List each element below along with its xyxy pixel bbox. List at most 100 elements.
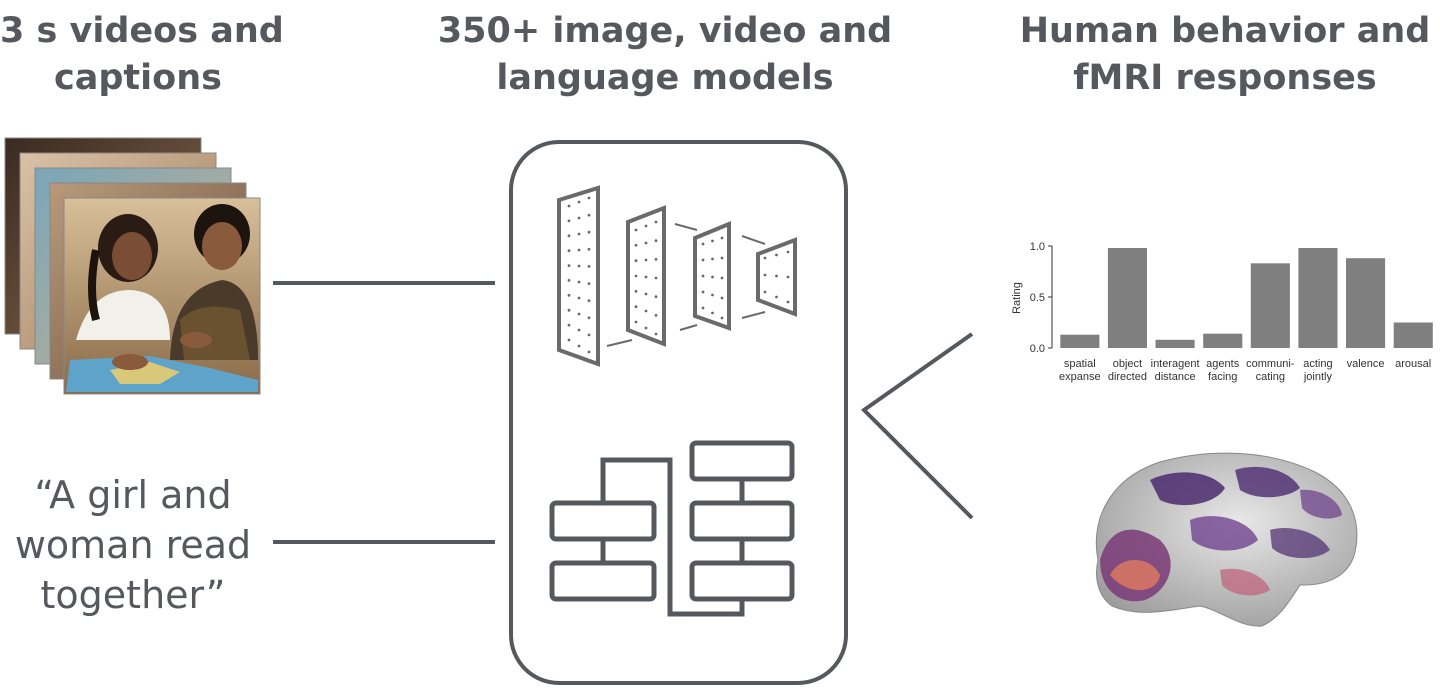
y-tick-label: 0.5 <box>1030 292 1045 304</box>
cnn-dot <box>634 228 638 232</box>
x-tick-label: acting <box>1303 358 1332 370</box>
x-tick-label: jointly <box>1303 371 1333 383</box>
bar <box>1346 258 1386 348</box>
cnn-dot <box>567 293 571 297</box>
cnn-dot <box>654 295 658 299</box>
cnn-dot <box>567 338 571 342</box>
cnn-dot <box>634 274 638 278</box>
cnn-dot <box>567 308 571 312</box>
bar <box>1393 322 1433 348</box>
cnn-dot <box>654 313 658 317</box>
cnn-dot <box>577 248 581 252</box>
cnn-dot <box>587 247 591 251</box>
cnn-dot <box>567 249 571 253</box>
cnn-dot <box>634 305 638 309</box>
cnn-dot <box>654 220 658 224</box>
cnn-dot <box>644 309 648 313</box>
cnn-dot <box>720 316 724 320</box>
bar <box>1155 339 1195 348</box>
inputs-heading: 3 s videos and captions <box>0 8 284 102</box>
cnn-dot <box>775 274 778 278</box>
cnn-dot <box>587 282 591 285</box>
cnn-dot <box>763 273 767 277</box>
output-branch-lines <box>860 332 974 520</box>
cnn-dot <box>711 239 714 243</box>
cnn-dot <box>587 333 591 337</box>
y-tick-label: 1.0 <box>1030 241 1045 253</box>
cnn-dot <box>567 323 571 327</box>
x-tick-label: spatial <box>1064 358 1096 370</box>
cnn-dot <box>701 306 705 310</box>
cnn-dot <box>644 241 648 245</box>
cnn-dot <box>567 204 571 208</box>
brain-surface <box>1095 452 1358 627</box>
cnn-dot <box>763 290 767 294</box>
x-tick-label: object <box>1113 358 1142 370</box>
cnn-dot <box>786 250 790 254</box>
cnn-dot <box>567 219 571 223</box>
cnn-dot <box>567 264 571 267</box>
cnn-neuron-dots <box>567 196 790 354</box>
cnn-dot <box>634 289 638 293</box>
cnn-dot <box>720 236 724 240</box>
cnn-dot <box>587 350 591 354</box>
cnn-dot <box>587 299 591 303</box>
cnn-dot <box>644 326 648 330</box>
x-tick-label: agents <box>1206 358 1240 370</box>
bar <box>1250 263 1290 348</box>
models-heading-line-1: 350+ image, video and <box>437 11 893 51</box>
cnn-dot <box>577 216 581 220</box>
y-axis-label: Rating <box>1011 282 1023 314</box>
cnn-dot <box>577 280 581 284</box>
ratings-bar-chart: 0.00.51.0Ratingspatialexpanseobjectdirec… <box>1011 241 1433 383</box>
x-tick-label: interagent <box>1151 358 1200 370</box>
cnn-dot <box>763 256 767 260</box>
cnn-dot <box>701 242 705 246</box>
cnn-dot <box>775 253 778 257</box>
cnn-dot <box>567 279 571 282</box>
models-heading: 350+ image, video and language models <box>430 8 900 102</box>
caption-line-1: “A girl and <box>34 473 232 517</box>
cnn-dot <box>654 332 658 336</box>
outputs-heading-line-1: Human behavior and <box>1019 11 1431 51</box>
cnn-dot <box>711 293 714 297</box>
cnn-dot <box>775 295 778 299</box>
cnn-dot <box>577 264 581 268</box>
cnn-dot <box>786 275 790 279</box>
cnn-dot <box>701 274 705 278</box>
cnn-dot <box>711 257 714 261</box>
cnn-dot <box>577 200 581 204</box>
models-heading-line-2: language models <box>496 58 834 98</box>
y-tick-label: 0.0 <box>1030 343 1045 355</box>
x-tick-label: communi- <box>1246 358 1295 370</box>
video-caption: “A girl and woman read together” <box>0 470 266 620</box>
cnn-dot <box>720 296 724 300</box>
cnn-dot <box>720 256 724 260</box>
caption-line-3: together” <box>40 573 226 617</box>
outputs-heading: Human behavior and fMRI responses <box>1010 8 1440 102</box>
cnn-dot <box>577 232 581 236</box>
cnn-dot <box>587 265 591 268</box>
cnn-dot <box>654 276 658 280</box>
transformer-blocks-icon <box>549 440 795 617</box>
cnn-dot <box>587 230 591 234</box>
cnn-dot <box>644 275 648 279</box>
x-tick-label: facing <box>1208 371 1237 383</box>
inputs-heading-line-2: captions <box>54 58 222 98</box>
cnn-dot <box>577 328 581 332</box>
cnn-layers-icon <box>557 185 797 367</box>
cnn-dot <box>567 234 571 238</box>
cnn-dot <box>587 316 591 320</box>
cnn-dot <box>644 224 648 228</box>
cnn-dot <box>634 259 638 263</box>
cnn-dot <box>587 213 591 217</box>
cnn-dot <box>720 276 724 280</box>
video-frames-stack <box>4 137 261 395</box>
cnn-dot <box>577 296 581 300</box>
caption-line-2: woman read <box>14 523 252 567</box>
cnn-dot <box>577 344 581 348</box>
x-tick-label: distance <box>1155 371 1196 383</box>
cnn-dot <box>634 243 638 247</box>
models-box <box>509 140 848 685</box>
video-frame-main <box>63 197 261 395</box>
